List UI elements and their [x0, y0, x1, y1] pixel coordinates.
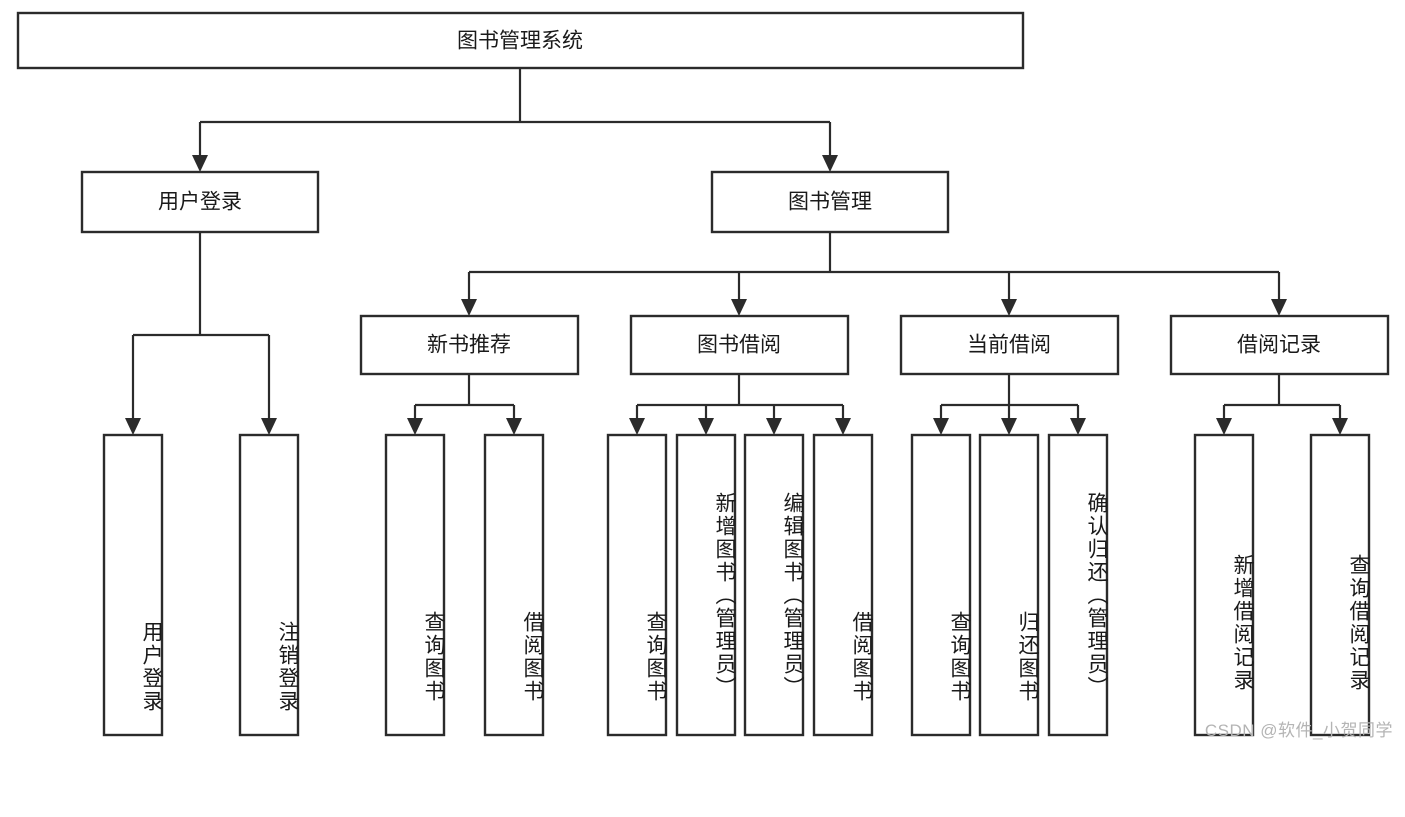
arrowhead-new-book-rec — [461, 299, 477, 316]
connector-user-login-children — [125, 232, 277, 435]
arrowhead-leaf-edit-book — [766, 418, 782, 435]
connector-borrow-record-children — [1216, 374, 1348, 435]
connector-new-book-rec-children — [407, 374, 522, 435]
node-current-borrow[interactable]: 当前借阅 — [899, 314, 1120, 376]
node-root[interactable]: 图书管理系统 — [16, 11, 1025, 70]
node-current-borrow-box[interactable] — [899, 314, 1120, 376]
csdn-watermark: CSDN @软件_小贺同学 — [1204, 721, 1393, 740]
connector-current-borrow-children — [933, 374, 1086, 435]
node-borrow-record[interactable]: 借阅记录 — [1169, 314, 1390, 376]
node-leaf-query-book-3-box[interactable] — [910, 433, 972, 737]
node-leaf-query-record-box[interactable] — [1309, 433, 1371, 737]
hierarchy-diagram: 图书管理系统 用户登录 图书管理 新书推荐 图书借阅 当前借阅 借阅记录 — [16, 11, 1390, 737]
arrowhead-leaf-query-record — [1332, 418, 1348, 435]
arrowhead-leaf-add-book — [698, 418, 714, 435]
node-root-box[interactable] — [16, 11, 1025, 70]
node-current-borrow-label: 当前借阅 — [967, 334, 1051, 357]
diagram-canvas-container: 图书管理系统 用户登录 图书管理 新书推荐 图书借阅 当前借阅 借阅记录 — [16, 11, 1393, 740]
node-leaf-add-record-box[interactable] — [1193, 433, 1255, 737]
node-root-label: 图书管理系统 — [457, 30, 583, 53]
node-leaf-borrow-book-2-box[interactable] — [812, 433, 874, 737]
node-leaf-edit-book-box[interactable] — [743, 433, 805, 737]
node-book-borrow-label: 图书借阅 — [697, 334, 781, 357]
node-user-login[interactable]: 用户登录 — [80, 170, 320, 234]
leaf-boxes-group — [102, 433, 1371, 737]
node-leaf-user-login-box[interactable] — [102, 433, 164, 737]
node-leaf-query-book-1-box[interactable] — [384, 433, 446, 737]
arrowhead-user-login — [192, 155, 208, 172]
node-borrow-record-box[interactable] — [1169, 314, 1390, 376]
node-leaf-borrow-book-1-box[interactable] — [483, 433, 545, 737]
arrowhead-leaf-add-record — [1216, 418, 1232, 435]
node-book-borrow-box[interactable] — [629, 314, 850, 376]
node-borrow-record-label: 借阅记录 — [1237, 334, 1321, 357]
node-leaf-user-logout-box[interactable] — [238, 433, 300, 737]
arrowhead-leaf-query-book-2 — [629, 418, 645, 435]
node-book-borrow[interactable]: 图书借阅 — [629, 314, 850, 376]
connector-book-borrow-children — [629, 374, 851, 435]
node-user-login-label: 用户登录 — [158, 191, 242, 214]
node-leaf-confirm-return-box[interactable] — [1047, 433, 1109, 737]
node-new-book-rec[interactable]: 新书推荐 — [359, 314, 580, 376]
node-new-book-rec-box[interactable] — [359, 314, 580, 376]
node-leaf-return-book-box[interactable] — [978, 433, 1040, 737]
node-leaf-query-book-2-box[interactable] — [606, 433, 668, 737]
arrowhead-book-borrow — [731, 299, 747, 316]
node-user-login-box[interactable] — [80, 170, 320, 234]
arrowhead-leaf-query-book-3 — [933, 418, 949, 435]
arrowhead-leaf-borrow-book-1 — [506, 418, 522, 435]
arrowhead-current-borrow — [1001, 299, 1017, 316]
arrowhead-leaf-user-logout — [261, 418, 277, 435]
arrowhead-leaf-confirm-return — [1070, 418, 1086, 435]
node-book-manage-box[interactable] — [710, 170, 950, 234]
arrowhead-borrow-record — [1271, 299, 1287, 316]
arrowhead-leaf-borrow-book-2 — [835, 418, 851, 435]
node-new-book-rec-label: 新书推荐 — [427, 334, 511, 357]
node-leaf-add-book-box[interactable] — [675, 433, 737, 737]
connector-root-to-level1 — [192, 68, 838, 172]
arrowhead-leaf-return-book — [1001, 418, 1017, 435]
arrowhead-leaf-user-login — [125, 418, 141, 435]
connector-book-manage-children — [461, 232, 1287, 316]
arrowhead-book-manage — [822, 155, 838, 172]
arrowhead-leaf-query-book-1 — [407, 418, 423, 435]
node-book-manage[interactable]: 图书管理 — [710, 170, 950, 234]
node-book-manage-label: 图书管理 — [788, 191, 872, 214]
